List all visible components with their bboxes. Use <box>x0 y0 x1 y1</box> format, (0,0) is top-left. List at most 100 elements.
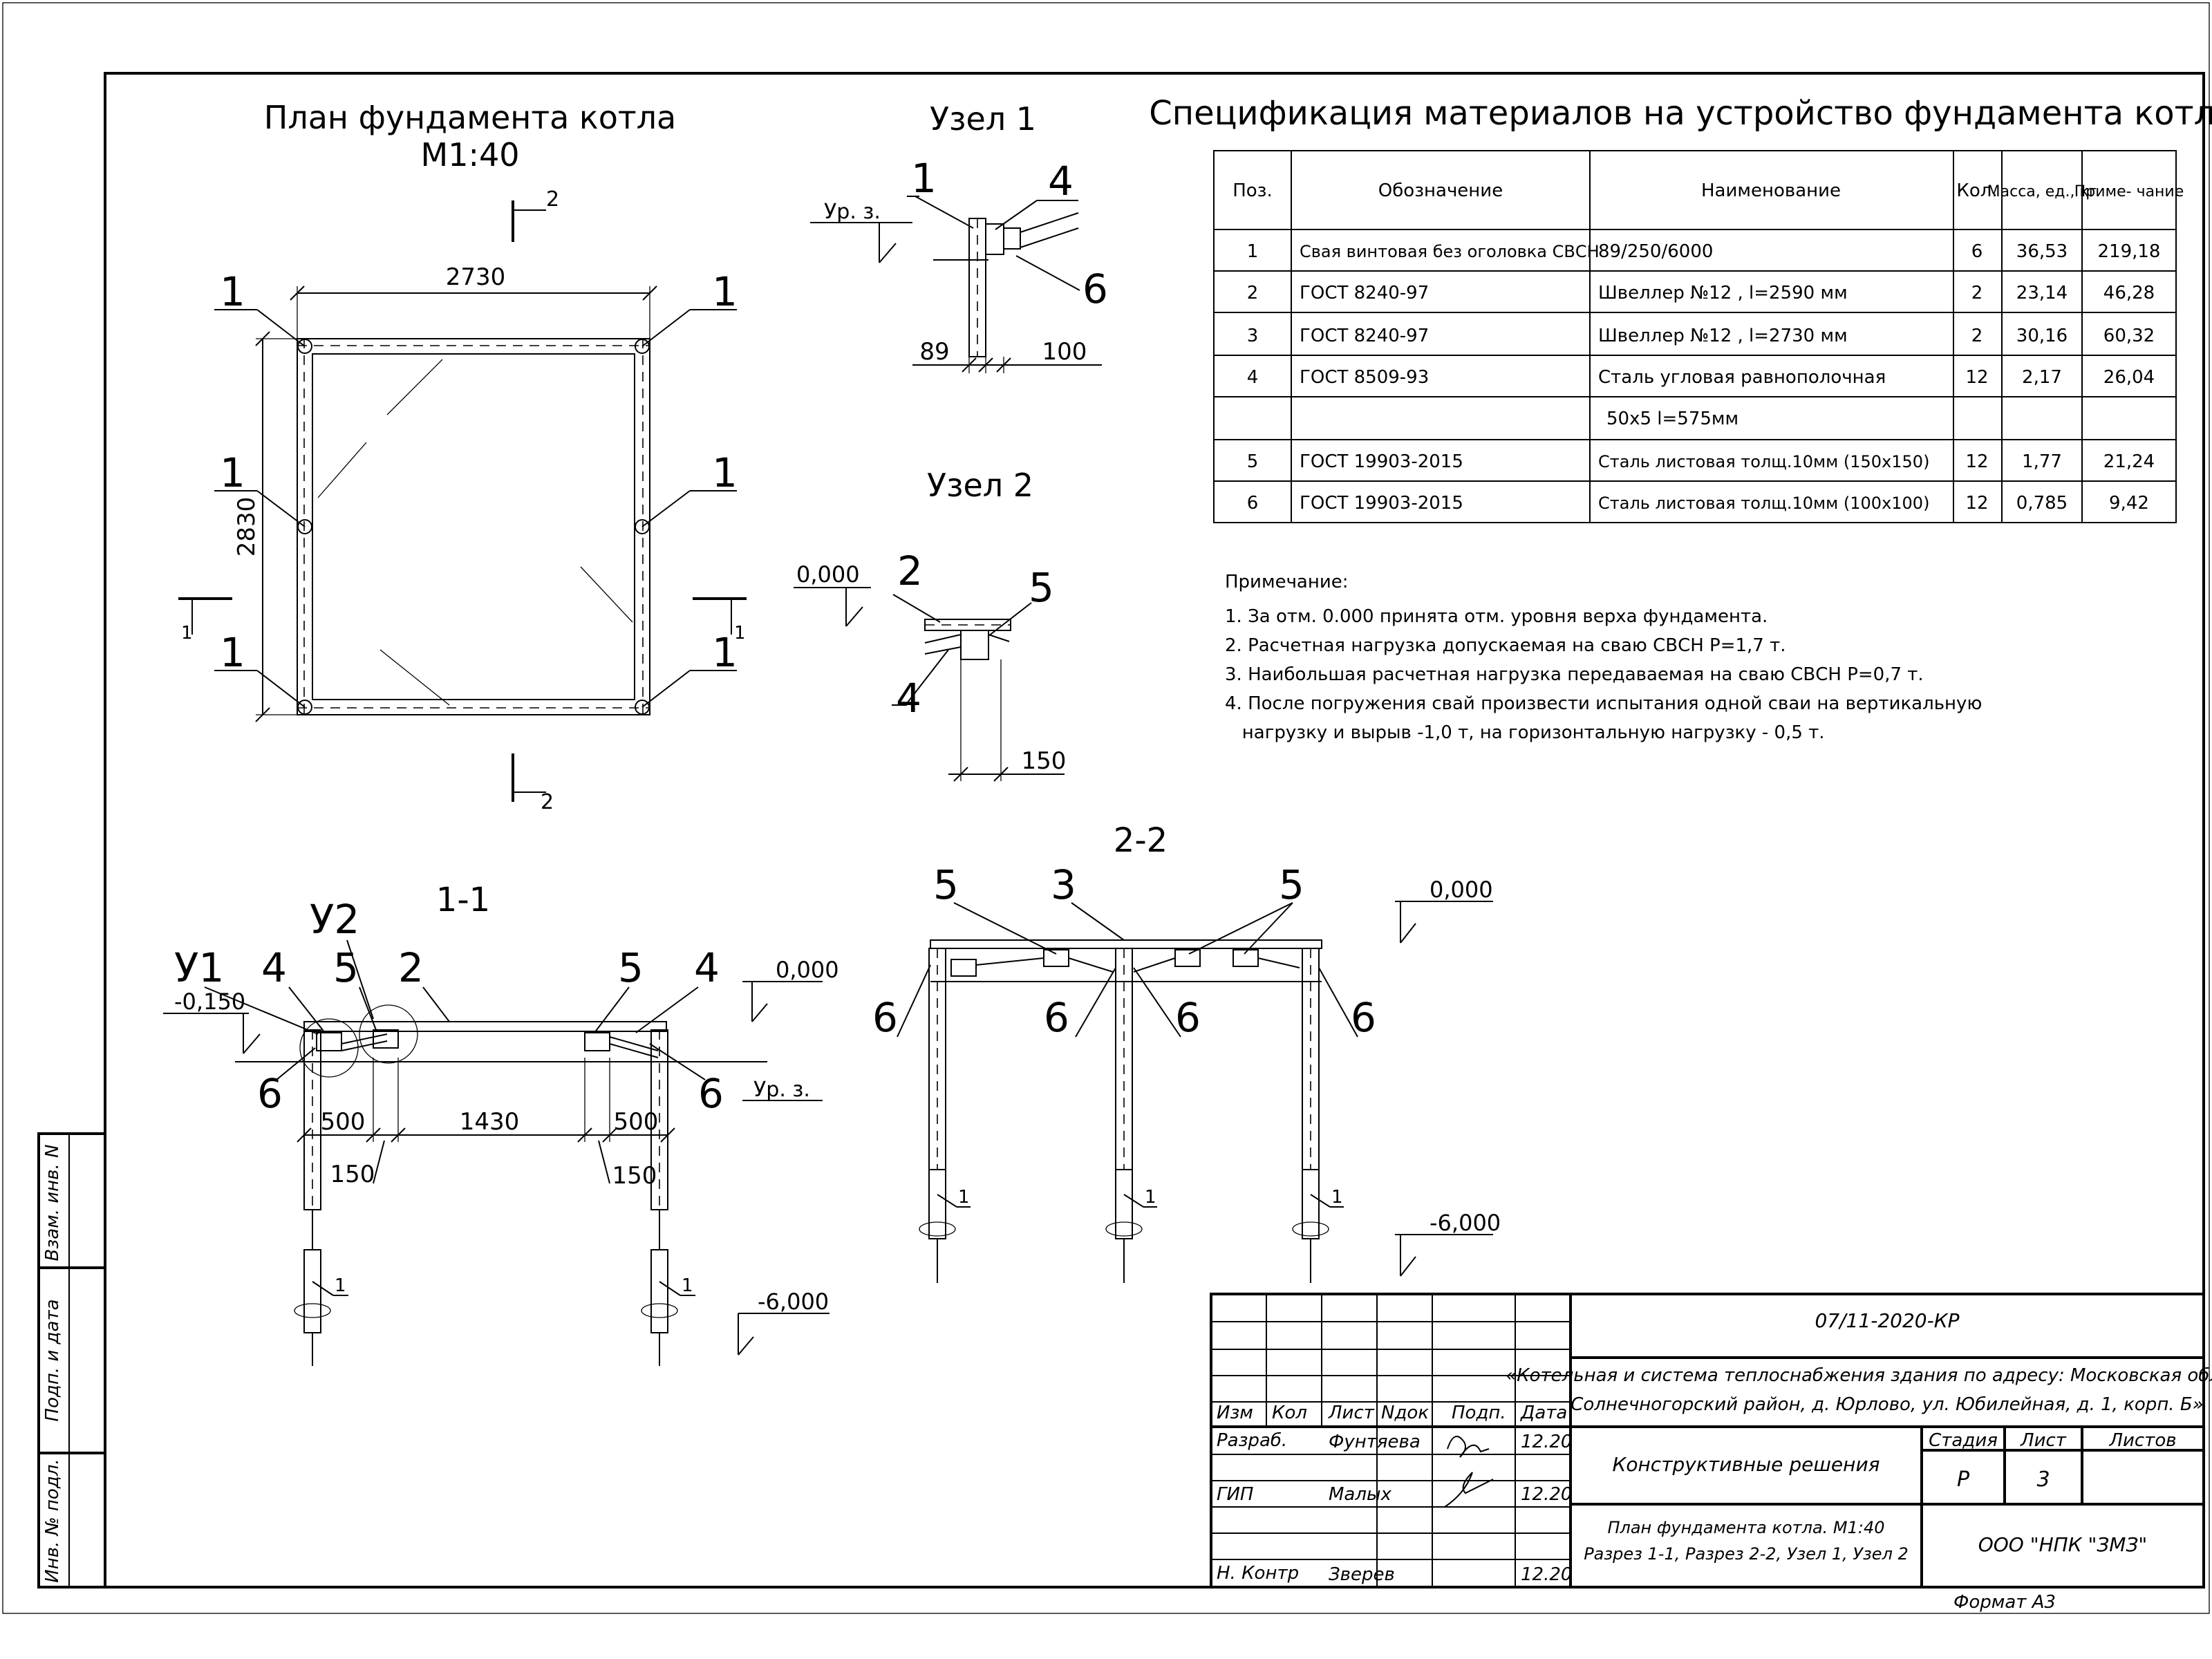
side-stamp-vzam: Взам. инв. N <box>42 1145 63 1262</box>
spec-cell: 2 <box>1971 326 1983 346</box>
note-item: 2. Расчетная нагрузка допускаемая на сва… <box>1225 635 1786 656</box>
spec-cell: 89/250/6000 <box>1598 241 1713 262</box>
section-1-1-level-bottom: -6,000 <box>758 1288 829 1315</box>
spec-cell: ГОСТ 19903-2015 <box>1300 493 1463 514</box>
stamp-sheets-header: Листов <box>2108 1430 2176 1451</box>
stamp-date: 12.20 <box>1521 1484 1572 1505</box>
section-1-1-dim-1430: 1430 <box>460 1108 520 1136</box>
pile-label: 1 <box>712 629 738 676</box>
spec-cell: 1,77 <box>2022 451 2062 472</box>
spec-header-designation: Обозначение <box>1378 180 1503 201</box>
detail-circle-u2 <box>359 1004 418 1064</box>
stamp-role: Н. Контр <box>1217 1563 1299 1584</box>
spec-header-mass: Масса, ед., кг <box>1987 183 2097 200</box>
dim-height-label: 2830 <box>233 497 261 557</box>
section-2-2: 2-2 <box>872 821 1501 1283</box>
section-1-1-title: 1-1 <box>436 881 490 919</box>
stamp-name: Зверев <box>1329 1564 1395 1585</box>
section-mark-2-label: 2 <box>546 187 559 212</box>
pile-label: 1 <box>220 449 245 496</box>
spec-title: Спецификация материалов на устройство фу… <box>1149 94 2212 133</box>
spec-cell: 12 <box>1965 451 1988 472</box>
side-stamp-inv: Инв. № подл. <box>42 1459 63 1582</box>
detail-circle-u1 <box>299 1018 359 1078</box>
section-1-1-label-5b: 5 <box>618 944 644 991</box>
inner-frame <box>104 72 2205 1588</box>
spec-cell: 4 <box>1247 367 1259 388</box>
section-1-1-pile-label: 1 <box>335 1275 346 1296</box>
section-2-2-level-top: 0,000 <box>1430 877 1493 903</box>
section-2-2-label-6d: 6 <box>1351 994 1376 1041</box>
pile-label: 1 <box>220 629 245 676</box>
specification: Спецификация материалов на устройство фу… <box>1149 94 2212 523</box>
section-1-1-label-4b: 4 <box>694 944 720 991</box>
stamp-date: 12.20 <box>1521 1564 1572 1585</box>
spec-cell: 46,28 <box>2103 283 2155 303</box>
spec-cell: 9,42 <box>2109 493 2149 514</box>
spec-header-pos: Поз. <box>1232 180 1273 201</box>
section-2-2-label-6b: 6 <box>1044 994 1069 1041</box>
stamp-col-izm: Изм <box>1217 1403 1253 1423</box>
outer-border <box>2 2 2210 1614</box>
stamp-date: 12.20 <box>1521 1432 1572 1452</box>
section-2-2-label-3: 3 <box>1051 861 1076 908</box>
spec-cell: Свая винтовая без оголовка СВСН <box>1300 242 1600 261</box>
stamp-col-ndok: Nдок <box>1381 1403 1429 1423</box>
spec-cell: Швеллер №12 , l=2590 мм <box>1598 283 1848 303</box>
section-1-1-dim-500: 500 <box>321 1108 366 1136</box>
spec-cell: 23,14 <box>2016 283 2068 303</box>
pile-label: 1 <box>712 449 738 496</box>
stamp-drawing-name-1: План фундамента котла. М1:40 <box>1607 1518 1884 1537</box>
spec-cell: 1 <box>1247 241 1259 262</box>
spec-cell: 2 <box>1247 283 1259 303</box>
spec-cell: ГОСТ 8240-97 <box>1300 326 1429 346</box>
section-2-2-label-5: 5 <box>933 861 959 908</box>
spec-cell: 2,17 <box>2022 367 2062 388</box>
section-2-2-label-5b: 5 <box>1279 861 1304 908</box>
channel-frame-inner <box>312 353 635 700</box>
notes-title: Примечание: <box>1225 572 1349 592</box>
plan-scale: М1:40 <box>421 136 520 174</box>
section-2-2-pile-label: 1 <box>1145 1187 1156 1208</box>
section-2-2-beam <box>930 939 1322 949</box>
dim-width-label: 2730 <box>446 263 506 291</box>
spec-cell: 0,785 <box>2016 493 2068 514</box>
channel-frame-outer <box>297 338 650 715</box>
signature-funtyaeva <box>1447 1436 1490 1458</box>
node-1-detail: Узел 1 Ур. з. 1 4 6 89 100 <box>810 100 1108 373</box>
spec-cell: 6 <box>1247 493 1259 514</box>
stamp-col-podp: Подп. <box>1452 1403 1506 1423</box>
node-2-label-5: 5 <box>1029 564 1054 611</box>
stamp-role: ГИП <box>1217 1484 1254 1505</box>
section-2-2-label-6c: 6 <box>1175 994 1201 1041</box>
node-1-title: Узел 1 <box>930 100 1036 138</box>
stamp-project-line-2: Солнечногорский район, д. Юрлово, ул. Юб… <box>1571 1394 2203 1415</box>
spec-cell: Сталь листовая толщ.10мм (100х100) <box>1598 494 1929 513</box>
sheet-format: Формат А3 <box>1953 1592 2056 1613</box>
note-item: 1. За отм. 0.000 принята отм. уровня вер… <box>1225 606 1768 627</box>
section-1-1-beam <box>303 1021 667 1032</box>
section-mark-2-label-bottom: 2 <box>541 790 554 814</box>
section-1-1: 1-1 1 1 0,000 <box>163 881 839 1366</box>
stamp-role: Разраб. <box>1217 1430 1287 1451</box>
stamp-name: Фунтяева <box>1329 1432 1421 1452</box>
spec-cell: 12 <box>1965 367 1988 388</box>
section-1-1-dim-500b: 500 <box>614 1108 659 1136</box>
node-1-level-label: Ур. з. <box>824 200 881 224</box>
stamp-project-line-1: «Котельная и система теплоснабжения здан… <box>1506 1365 2212 1386</box>
spec-cell: 3 <box>1247 326 1259 346</box>
spec-cell: 21,24 <box>2103 451 2155 472</box>
section-1-1-label-u2: У2 <box>310 896 359 943</box>
section-1-1-dim-150: 150 <box>330 1161 375 1188</box>
node-1-label-6: 6 <box>1082 265 1108 312</box>
section-mark-1-label: 1 <box>181 623 193 644</box>
spec-cell: Швеллер №12 , l=2730 мм <box>1598 326 1848 346</box>
node-1-dim-89: 89 <box>919 338 949 366</box>
stamp-col-data: Дата <box>1520 1403 1567 1423</box>
title-block: Изм Кол Лист Nдок Подп. Дата Разраб. Фун… <box>1210 1293 2212 1588</box>
pile-markers <box>297 339 650 715</box>
section-mark-1-label-right: 1 <box>734 623 746 644</box>
section-1-1-label-u1: У1 <box>174 944 224 991</box>
spec-cell: ГОСТ 8509-93 <box>1300 367 1429 388</box>
spec-cell: 219,18 <box>2098 241 2161 262</box>
